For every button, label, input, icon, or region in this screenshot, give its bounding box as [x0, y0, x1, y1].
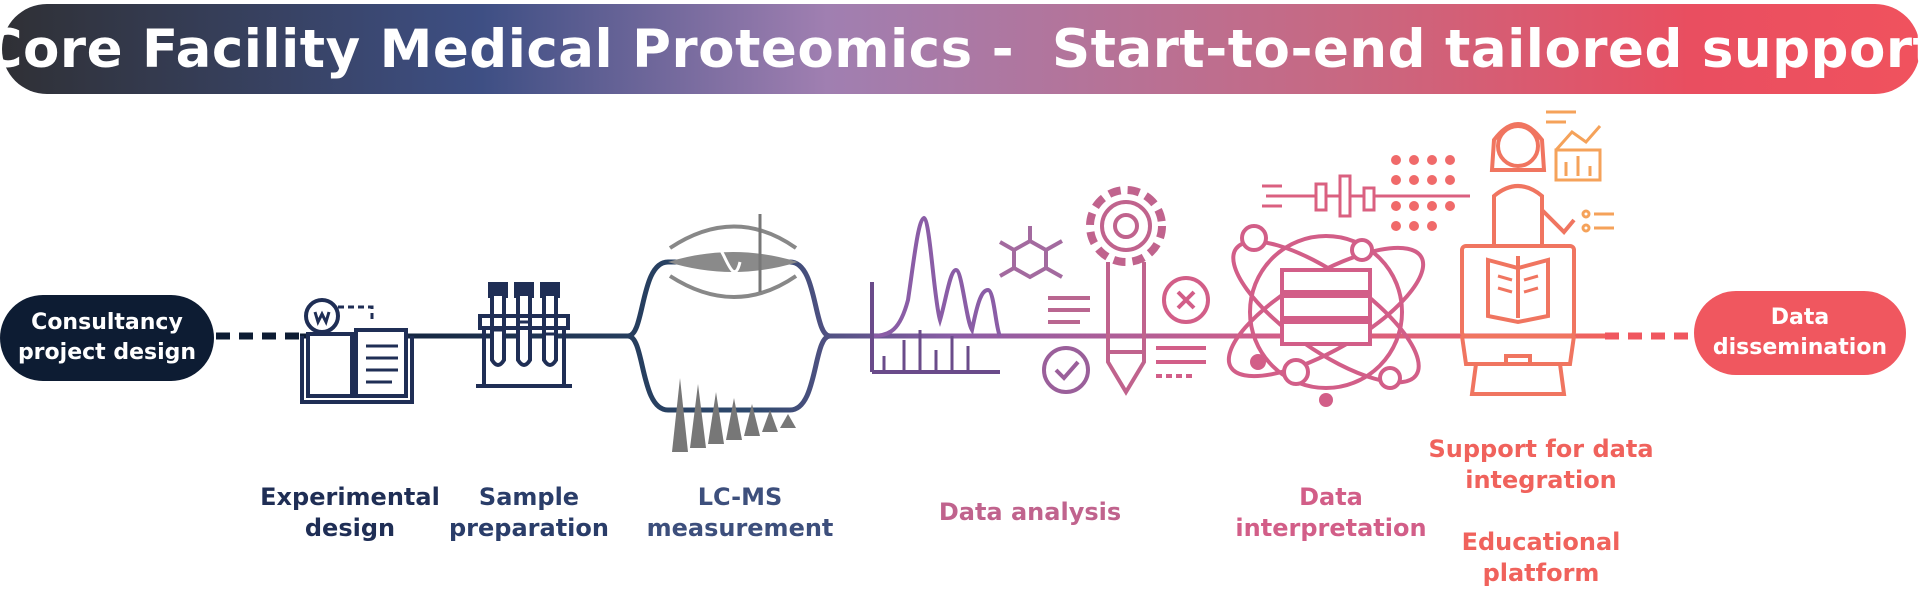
end-node-line1: Data: [1770, 305, 1830, 330]
step-label-line1: Support for data: [1428, 435, 1654, 463]
step-label-line1: Data analysis: [938, 498, 1122, 526]
presenter-computer-icon: [1460, 110, 1614, 396]
step-label-sample-preparation: Sample preparation: [448, 482, 610, 544]
step-label-data-interpretation: Data interpretation: [1226, 482, 1436, 544]
step-label-line1: LC-MS: [697, 483, 783, 511]
step-label-line2: preparation: [449, 514, 609, 542]
spectrum-gear-icon: [870, 186, 1210, 396]
title-banner: Core Facility Medical Proteomics - Start…: [0, 4, 1922, 94]
start-node-line2: project design: [17, 340, 197, 365]
step-label-line1: Educational: [1461, 528, 1621, 556]
step-label-line2: integration: [1465, 466, 1617, 494]
notebook-lightbulb-icon: [300, 298, 414, 404]
mass-spectrometer-icon: [668, 214, 798, 452]
step-label-line1: Data: [1299, 483, 1363, 511]
step-label-line1: Experimental: [260, 483, 440, 511]
start-node-line1: Consultancy: [31, 310, 183, 335]
step-label-data-integration: Support for data integration: [1426, 434, 1656, 496]
step-label-line1: Sample: [478, 483, 580, 511]
step-label-lcms-measurement: LC-MS measurement: [640, 482, 840, 544]
page-title: Core Facility Medical Proteomics - Start…: [0, 18, 1922, 80]
step-label-line2: design: [304, 514, 396, 542]
end-node-line2: dissemination: [1712, 335, 1888, 360]
step-label-line2: measurement: [646, 514, 834, 542]
step-label-line2: platform: [1482, 559, 1600, 587]
start-node-consultancy: Consultancy project design: [0, 295, 214, 381]
end-node-dissemination: Data dissemination: [1694, 291, 1906, 375]
step-label-data-analysis: Data analysis: [920, 497, 1140, 528]
database-orbit-icon: [1226, 155, 1470, 407]
step-label-educational-platform: Educational platform: [1426, 527, 1656, 589]
step-label-experimental-design: Experimental design: [256, 482, 444, 544]
test-tube-rack-icon: [476, 282, 572, 388]
step-label-line2: interpretation: [1235, 514, 1427, 542]
